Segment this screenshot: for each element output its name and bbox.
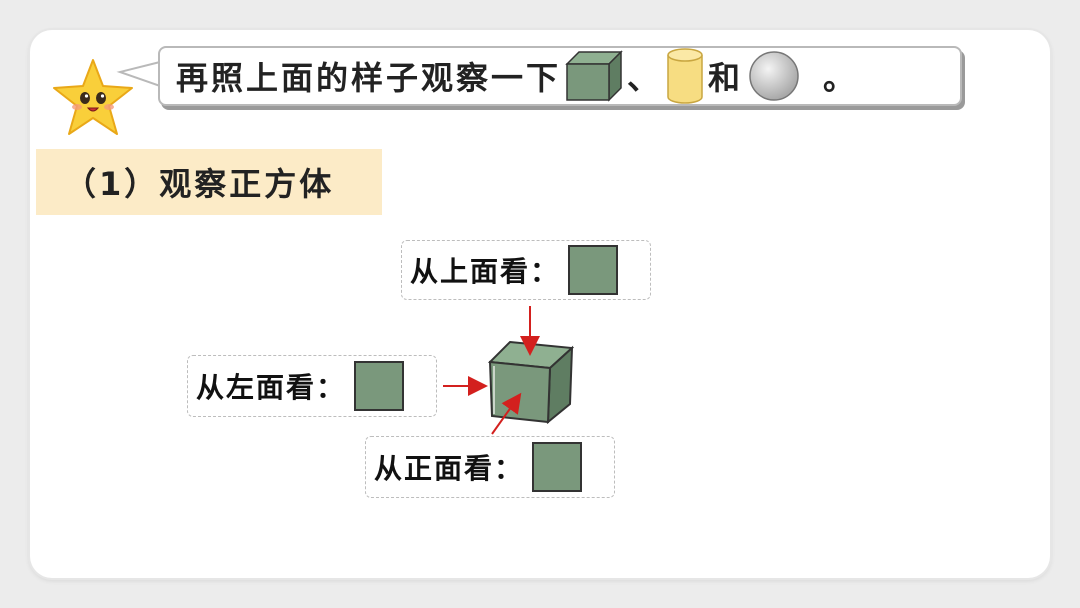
cylinder-icon	[667, 48, 703, 104]
sphere-icon	[749, 51, 799, 101]
left-view-square	[354, 361, 405, 411]
bubble-tail	[116, 60, 164, 88]
front-view-square	[532, 442, 583, 492]
section-heading: （1）观察正方体	[36, 149, 382, 215]
cube-figure	[488, 340, 574, 424]
period-text: 。	[823, 59, 859, 97]
left-view-label: 从左面看：	[196, 371, 347, 404]
front-view-label: 从正面看：	[374, 452, 525, 485]
conjunction-text: 和	[708, 59, 744, 97]
left-view-box: 从左面看：	[187, 355, 437, 417]
separator-text: 、	[627, 59, 663, 97]
section-title: （1）观察正方体	[64, 165, 335, 203]
top-view-square	[568, 245, 619, 295]
top-view-box: 从上面看：	[401, 240, 651, 300]
instruction-text: 再照上面的样子观察一下	[176, 59, 562, 97]
cube-icon	[565, 50, 623, 102]
star-mascot-icon	[53, 59, 133, 135]
instruction-bubble: 再照上面的样子观察一下 、 和 。	[158, 46, 962, 106]
top-view-label: 从上面看：	[410, 255, 561, 288]
front-view-box: 从正面看：	[365, 436, 615, 498]
